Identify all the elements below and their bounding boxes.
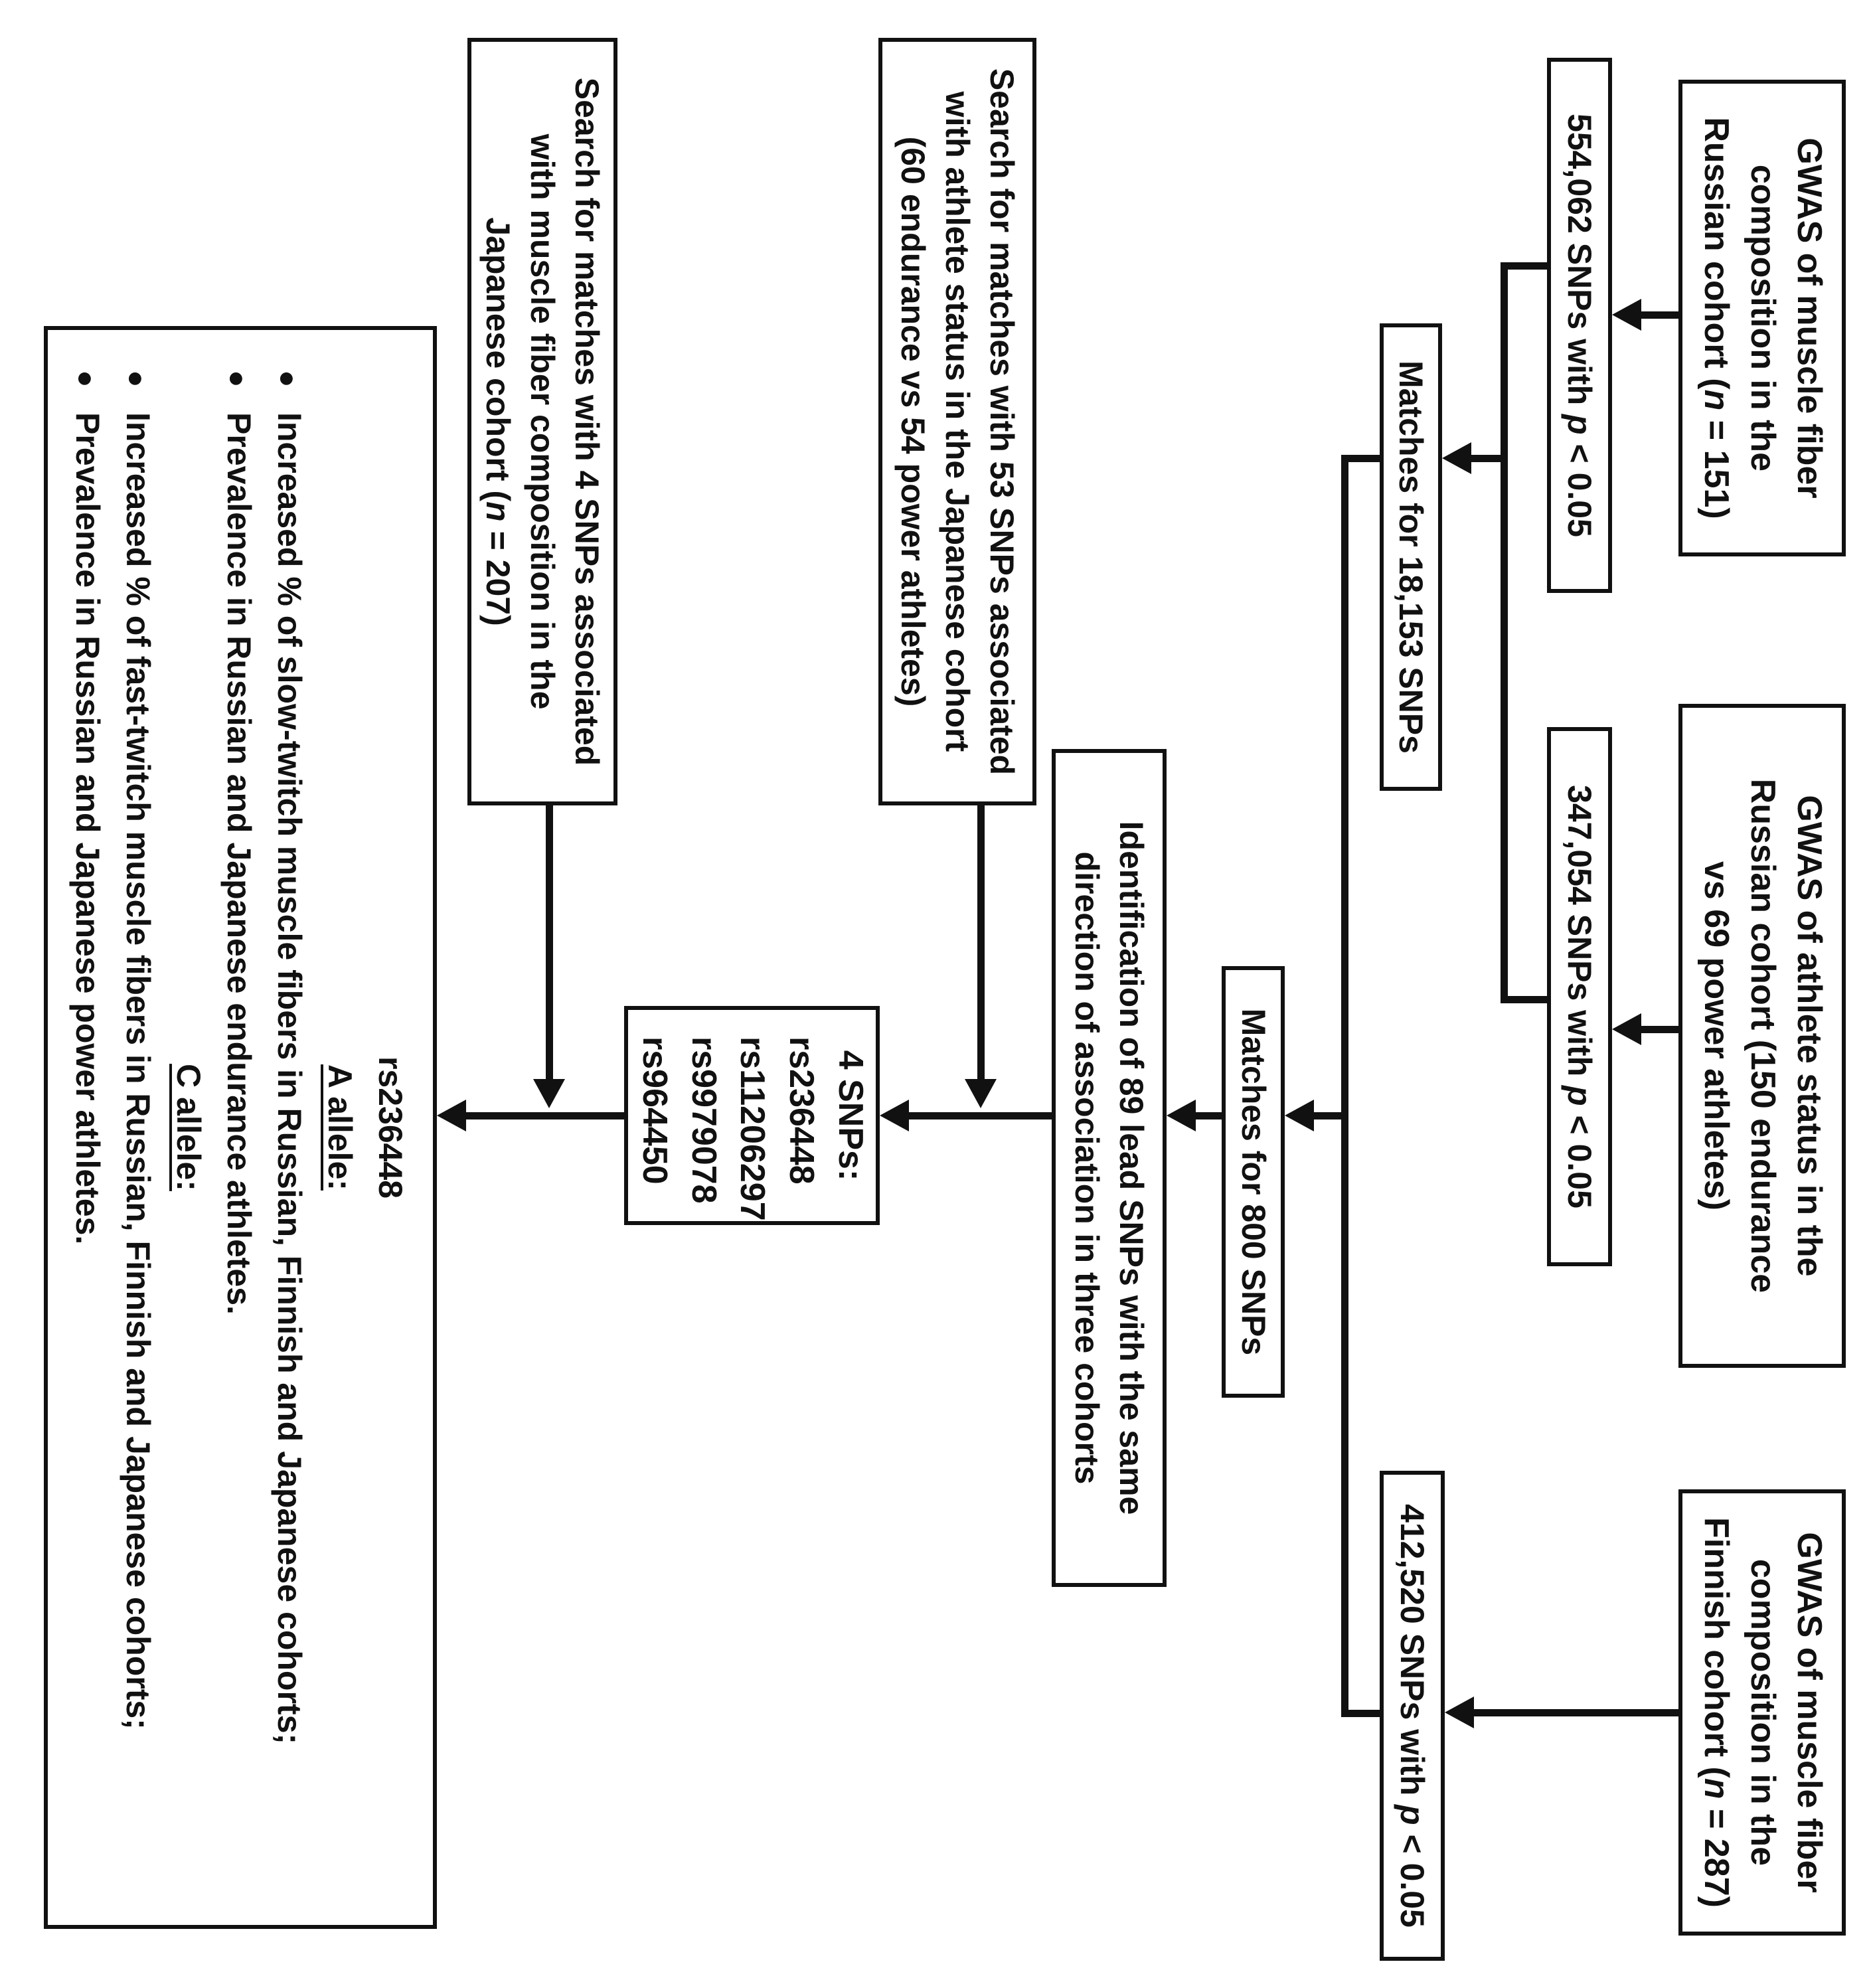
box-rs236448-result-summary: rs236448 A allele: ● Increased % of slow…	[44, 326, 437, 1929]
result-heading-a-allele: A allele:	[321, 1064, 359, 1191]
connector-bus-800	[1341, 455, 1348, 1717]
box-text-line: 4 SNPs:	[831, 1050, 870, 1181]
result-bullet-text: Prevalence in Russian and Japanese power…	[69, 412, 106, 1245]
box-text-line: vs 69 power athletes)	[1697, 861, 1736, 1210]
box-text-line: rs9979078	[684, 1036, 723, 1204]
arrowhead-search53-join	[965, 1079, 997, 1108]
box-snps-347054: 347,054 SNPs with p < 0.05	[1547, 727, 1612, 1266]
box-matches-18153: Matches for 18,153 SNPs	[1380, 323, 1442, 791]
result-bullet-text: Increased % of slow-twitch muscle fibers…	[271, 412, 308, 1745]
box-text-line: 554,062 SNPs with p < 0.05	[1561, 114, 1599, 537]
box-text-line: Russian cohort (150 endurance	[1743, 778, 1782, 1293]
arrowhead-into-412520	[1445, 1697, 1474, 1728]
result-bullet: ● Prevalence in Russian and Japanese end…	[214, 370, 264, 1885]
box-identification-89-lead-snps: Identification of 89 lead SNPs with the …	[1052, 749, 1167, 1587]
arrowhead-into-554062	[1612, 299, 1641, 331]
box-text-line: Matches for 800 SNPs	[1235, 1008, 1272, 1356]
arrowhead-into-347054	[1612, 1013, 1641, 1045]
connector-bus-to-matches18153	[1467, 455, 1505, 462]
result-bullet: ● Prevalence in Russian and Japanese pow…	[62, 370, 113, 1885]
result-title: rs236448	[372, 1056, 409, 1199]
box-text-line: with muscle fiber composition in the	[524, 133, 562, 710]
box-text-line: Japanese cohort (n = 207)	[479, 217, 517, 626]
box-gwas-russian-muscle-fiber: GWAS of muscle fiber composition in the …	[1678, 80, 1846, 556]
connector-gwasC-to-412520	[1470, 1709, 1678, 1716]
box-text-line: direction of association in three cohort…	[1068, 851, 1106, 1485]
box-text-line: Identification of 89 lead SNPs with the …	[1113, 821, 1151, 1515]
box-text-line: GWAS of muscle fiber	[1789, 137, 1829, 499]
result-bullet-text: Prevalence in Russian and Japanese endur…	[220, 412, 258, 1315]
arrowhead-into-identification	[1167, 1100, 1196, 1131]
connector-identification-to-4snps	[906, 1112, 1052, 1119]
connector-search4-join	[546, 805, 553, 1080]
box-gwas-finnish-muscle-fiber: GWAS of muscle fiber composition in the …	[1678, 1489, 1846, 1936]
box-text-line: rs964450	[635, 1036, 674, 1185]
result-bullet-text: Increased % of fast-twitch muscle fibers…	[120, 412, 157, 1730]
box-4-snps-list: 4 SNPs: rs236448 rs11206297 rs9979078 rs…	[624, 1006, 880, 1225]
result-bullet: ● Increased % of slow-twitch muscle fibe…	[264, 370, 315, 1885]
arrowhead-into-matches18153	[1442, 442, 1471, 474]
box-gwas-russian-athlete-status: GWAS of athlete status in the Russian co…	[1678, 704, 1846, 1368]
box-text-line: Russian cohort (n = 151)	[1697, 117, 1736, 519]
arrowhead-search4-join	[533, 1079, 565, 1108]
connector-gwasA-to-554062	[1637, 311, 1678, 319]
arrowhead-into-4snps	[880, 1100, 909, 1131]
box-text-line: GWAS of muscle fiber	[1789, 1532, 1829, 1893]
box-text-line: composition in the	[1743, 1558, 1782, 1866]
bullet-icon: ●	[272, 370, 304, 388]
box-text-line: (60 endurance vs 54 power athletes)	[894, 136, 932, 707]
connector-gwasB-to-347054	[1637, 1026, 1678, 1033]
connector-4snps-to-result	[462, 1112, 624, 1119]
connector-matches800-to-identification	[1192, 1112, 1222, 1119]
box-text-line: GWAS of athlete status in the	[1789, 795, 1829, 1277]
box-snps-554062: 554,062 SNPs with p < 0.05	[1547, 58, 1612, 593]
box-matches-800: Matches for 800 SNPs	[1222, 966, 1285, 1398]
box-text-line: composition in the	[1743, 164, 1782, 472]
box-snps-412520: 412,520 SNPs with p < 0.05	[1380, 1471, 1445, 1961]
box-text-line: with athlete status in the Japanese coho…	[939, 91, 977, 752]
result-bullet: ● Increased % of fast-twitch muscle fibe…	[113, 370, 163, 1885]
arrowhead-into-result	[437, 1100, 466, 1131]
result-heading-c-allele: C allele:	[170, 1064, 207, 1191]
connector-bus-to-matches800	[1310, 1112, 1345, 1119]
box-text-line: Search for matches with 4 SNPs associate…	[568, 77, 606, 766]
arrowhead-into-matches800	[1285, 1100, 1314, 1131]
bullet-icon: ●	[120, 370, 153, 388]
box-text-line: Finnish cohort (n = 287)	[1697, 1517, 1736, 1908]
box-text-line: 347,054 SNPs with p < 0.05	[1561, 785, 1599, 1208]
box-search-53-snps-japanese: Search for matches with 53 SNPs associat…	[878, 38, 1036, 805]
box-text-line: Matches for 18,153 SNPs	[1392, 361, 1430, 754]
connector-search53-join	[977, 805, 985, 1080]
box-text-line: Search for matches with 53 SNPs associat…	[983, 68, 1021, 776]
box-text-line: 412,520 SNPs with p < 0.05	[1394, 1504, 1431, 1928]
bullet-icon: ●	[70, 370, 102, 388]
bullet-icon: ●	[221, 370, 254, 388]
box-text-line: rs11206297	[733, 1036, 772, 1221]
connector-bus-18153	[1501, 262, 1508, 1003]
box-search-4-snps-japanese: Search for matches with 4 SNPs associate…	[467, 38, 617, 805]
box-text-line: rs236448	[782, 1036, 821, 1185]
